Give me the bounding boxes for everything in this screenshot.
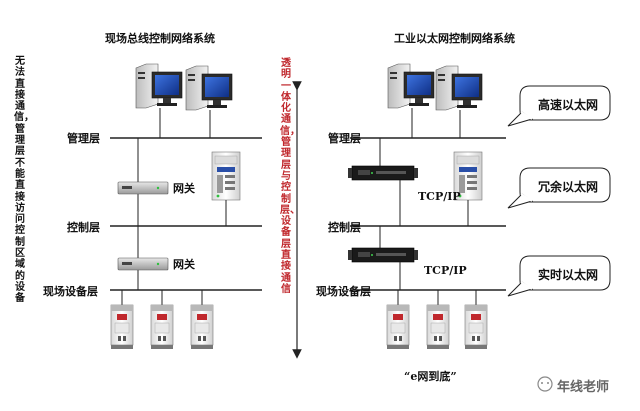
left-gateway-1 <box>117 181 169 195</box>
right-switch-2 <box>347 247 419 263</box>
left-pc-2 <box>185 65 233 111</box>
right-switch-1 <box>347 165 419 181</box>
left-layer-management: 管理层 <box>67 132 100 145</box>
right-field-device-1 <box>386 304 410 350</box>
right-layer-field: 现场设备层 <box>316 285 371 298</box>
bubble-realtime <box>507 255 611 297</box>
right-panel-title: 工业以太网控制网络系统 <box>394 32 515 45</box>
left-gateway-1-label: 网关 <box>173 182 195 195</box>
center-note: 透明一体化通信，管理层与控制层、设备层直接通信 <box>280 58 300 295</box>
bubble-redundant <box>507 167 611 209</box>
right-pc-2 <box>435 65 483 111</box>
right-layer-management: 管理层 <box>328 132 361 145</box>
right-caption: “e网到底” <box>404 370 457 383</box>
right-field-device-2 <box>426 304 450 350</box>
left-layer-control: 控制层 <box>67 221 100 234</box>
left-side-note: 无法直接通信，管理层不能直接访问控制区域的设备 <box>14 56 34 305</box>
left-gateway-2 <box>117 257 169 271</box>
bubble-high-speed-label: 高速以太网 <box>538 98 599 112</box>
left-field-device-1 <box>110 304 134 350</box>
left-field-device-3 <box>190 304 214 350</box>
left-field-device-2 <box>150 304 174 350</box>
left-panel-title: 现场总线控制网络系统 <box>105 32 215 45</box>
right-field-device-3 <box>464 304 488 350</box>
watermark-icon <box>537 376 553 392</box>
right-layer-control: 控制层 <box>328 221 361 234</box>
left-layer-field: 现场设备层 <box>43 285 98 298</box>
bubble-high-speed <box>507 85 611 127</box>
watermark-text: 年线老师 <box>557 380 610 395</box>
right-pc-1 <box>387 63 435 109</box>
right-protocol-2-label: TCP/IP <box>424 264 467 277</box>
bubble-realtime-label: 实时以太网 <box>538 268 599 282</box>
left-gateway-2-label: 网关 <box>173 258 195 271</box>
right-protocol-1-label: TCP/IP <box>418 190 461 203</box>
left-controller <box>211 151 241 201</box>
bubble-redundant-label: 冗余以太网 <box>538 180 599 194</box>
left-pc-1 <box>135 63 183 109</box>
